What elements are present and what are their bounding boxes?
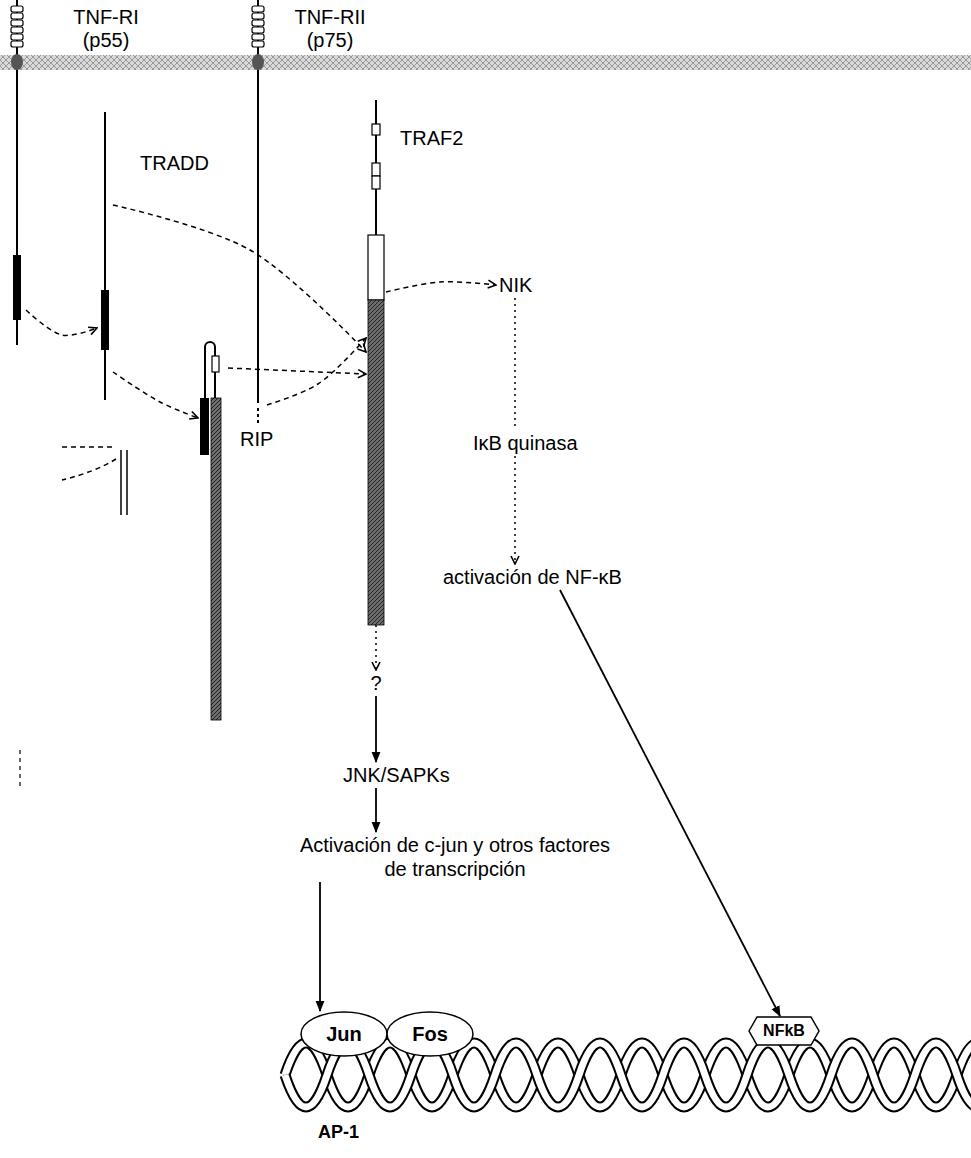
receptor-domain: [11, 27, 23, 33]
signal-arrow: [375, 788, 377, 832]
death-domain: [13, 255, 21, 320]
protein-label: RIP: [240, 428, 273, 451]
node-text: ?: [367, 670, 384, 696]
oval-shape: [301, 1012, 387, 1056]
unknown-step: ?: [367, 670, 384, 696]
hexagon-shape: [749, 1017, 819, 1045]
transcription-factor: NFkB: [748, 1016, 820, 1046]
site-label: AP-1: [318, 1122, 359, 1143]
process-label: Activación de c-jun y otros factores de …: [293, 832, 618, 882]
receptor-domain: [252, 13, 264, 19]
signal-arrow: [26, 310, 97, 335]
transcription-factor: Jun: [300, 1011, 388, 1057]
dna-strand: [285, 1043, 971, 1107]
dashed-line: [19, 750, 20, 790]
receptor-domain: [252, 41, 264, 47]
kinase-label: NIK: [496, 272, 535, 298]
protein-label: TNF-RII (p75): [292, 6, 368, 52]
signal-arrow: [375, 696, 377, 762]
protein-domain: [372, 176, 380, 189]
receptor-symbol: [252, 0, 264, 424]
node-text: JNK/SAPKs: [340, 762, 453, 788]
protein-chain: [104, 112, 106, 400]
protein-chain: [126, 450, 128, 515]
dashed-line: [62, 446, 116, 448]
partial-protein: [20, 447, 127, 790]
signal-arrow: [375, 625, 377, 670]
traf-domain: [368, 300, 384, 625]
kinase-protein: RIP: [198, 336, 228, 722]
adaptor-protein: TRADD: [97, 112, 113, 400]
signal-arrow: [386, 282, 496, 292]
factor-name: Fos: [412, 1023, 448, 1046]
factor-name: Jun: [326, 1023, 362, 1046]
dna-helix: [285, 1043, 971, 1107]
dna-strand: [285, 1043, 971, 1107]
protein-domain: [368, 235, 384, 300]
node-text: NIK: [496, 272, 535, 298]
transmembrane-domain: [11, 54, 23, 70]
kinase-domain: [211, 398, 221, 720]
dna-strand: [285, 1043, 971, 1107]
kinase-symbol: [200, 342, 221, 720]
protein-domain: [372, 163, 380, 176]
transmembrane-domain: [252, 54, 264, 70]
dashed-line: [62, 459, 116, 480]
receptor-domain: [11, 20, 23, 26]
receptor-domain: [252, 6, 264, 12]
protein-label: TNF-RI (p55): [68, 6, 144, 52]
factor-name: NFkB: [763, 1022, 805, 1040]
kinase-label: JNK/SAPKs: [340, 762, 453, 788]
node-text: activación de NF-κB: [440, 564, 625, 590]
receptor-domain: [252, 27, 264, 33]
signal-arrow: [267, 338, 366, 405]
receptor-domain: [11, 41, 23, 47]
signal-arrow: [228, 368, 366, 374]
kinase-label: IκB quinasa: [470, 430, 581, 456]
receptor-domain: [11, 13, 23, 19]
transcription-factor: Fos: [386, 1011, 474, 1057]
protein-domain: [212, 356, 219, 372]
receptor-protein: TNF-RII (p75): [249, 0, 267, 425]
signal-arrow: [113, 205, 366, 352]
dna-strand: [285, 1043, 971, 1107]
protein-label: TRAF2: [400, 127, 463, 150]
oval-shape: [387, 1012, 473, 1056]
protein-chain: [120, 450, 122, 515]
receptor-domain: [252, 34, 264, 40]
adaptor-symbol: [101, 112, 109, 400]
death-domain: [200, 398, 209, 455]
signal-arrow: [514, 456, 516, 564]
node-text: Activación de c-jun y otros factores de …: [293, 832, 618, 882]
adaptor-protein: TRAF2: [366, 100, 386, 625]
receptor-protein: TNF-RI (p55): [8, 0, 26, 345]
signal-arrow: [560, 590, 780, 1016]
adaptor-symbol: [368, 100, 384, 625]
signal-arrow: [113, 372, 198, 418]
signal-arrow: [514, 298, 516, 430]
protein-label: TRADD: [140, 152, 209, 175]
process-label: activación de NF-κB: [440, 564, 625, 590]
signal-arrow: [319, 882, 321, 1011]
node-text: IκB quinasa: [470, 430, 581, 456]
protein-domain: [372, 124, 380, 135]
death-domain: [101, 290, 109, 350]
receptor-domain: [11, 34, 23, 40]
receptor-chain: [257, 408, 259, 424]
receptor-symbol: [11, 0, 23, 345]
cell-membrane: [0, 55, 971, 70]
receptor-domain: [252, 20, 264, 26]
receptor-domain: [11, 6, 23, 12]
